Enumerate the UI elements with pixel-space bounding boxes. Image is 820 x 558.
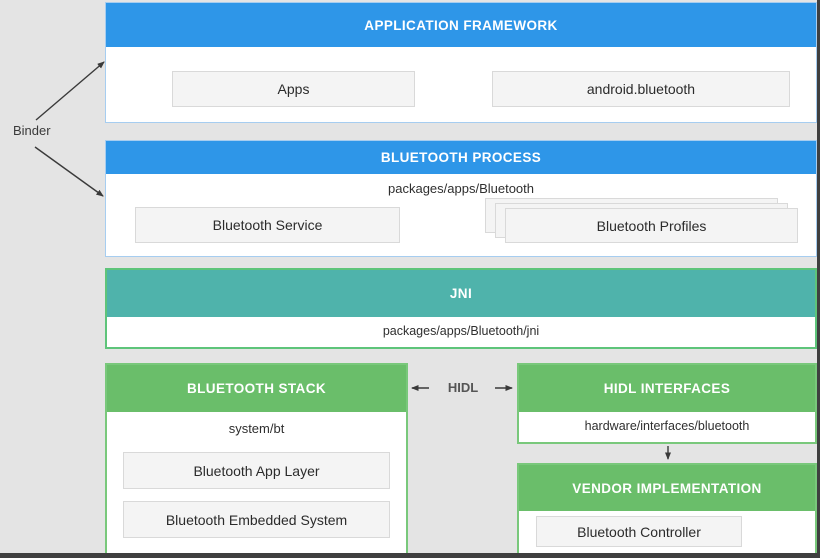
binder-to-framework-arrow: [35, 61, 105, 121]
section-jni: JNI packages/apps/Bluetooth/jni: [105, 268, 817, 349]
screen-right-edge: [817, 0, 820, 558]
screen-bottom-edge: [0, 553, 820, 558]
binder-label: Binder: [13, 123, 51, 138]
jni-title: JNI: [107, 270, 815, 317]
bluetooth-process-path: packages/apps/Bluetooth: [388, 181, 534, 196]
section-application-framework: APPLICATION FRAMEWORK Apps android.bluet…: [105, 2, 817, 123]
section-bluetooth-process: BLUETOOTH PROCESS packages/apps/Bluetoot…: [105, 140, 817, 257]
bluetooth-controller-box: Bluetooth Controller: [536, 516, 742, 547]
binder-to-process-arrow: [34, 146, 104, 197]
application-framework-title: APPLICATION FRAMEWORK: [106, 3, 816, 47]
bluetooth-stack-path: system/bt: [228, 421, 285, 436]
apps-box: Apps: [172, 71, 415, 107]
section-hidl-interfaces: HIDL INTERFACES hardware/interfaces/blue…: [517, 363, 817, 444]
bluetooth-profiles-box: Bluetooth Profiles: [505, 208, 798, 243]
section-vendor-implementation: VENDOR IMPLEMENTATION Bluetooth Controll…: [517, 463, 817, 558]
bluetooth-service-box: Bluetooth Service: [135, 207, 400, 243]
section-bluetooth-stack: BLUETOOTH STACK system/bt Bluetooth App …: [105, 363, 408, 558]
bluetooth-app-layer-box: Bluetooth App Layer: [123, 452, 390, 489]
android-bluetooth-box: android.bluetooth: [492, 71, 790, 107]
hidl-interfaces-path: hardware/interfaces/bluetooth: [584, 419, 750, 433]
hidl-interfaces-title: HIDL INTERFACES: [519, 365, 815, 412]
vendor-implementation-title: VENDOR IMPLEMENTATION: [519, 465, 815, 511]
bluetooth-embedded-system-box: Bluetooth Embedded System: [123, 501, 390, 538]
bluetooth-stack-title: BLUETOOTH STACK: [107, 365, 406, 412]
jni-path: packages/apps/Bluetooth/jni: [382, 324, 540, 338]
hidl-label: HIDL: [447, 380, 479, 395]
bluetooth-process-title: BLUETOOTH PROCESS: [106, 141, 816, 174]
